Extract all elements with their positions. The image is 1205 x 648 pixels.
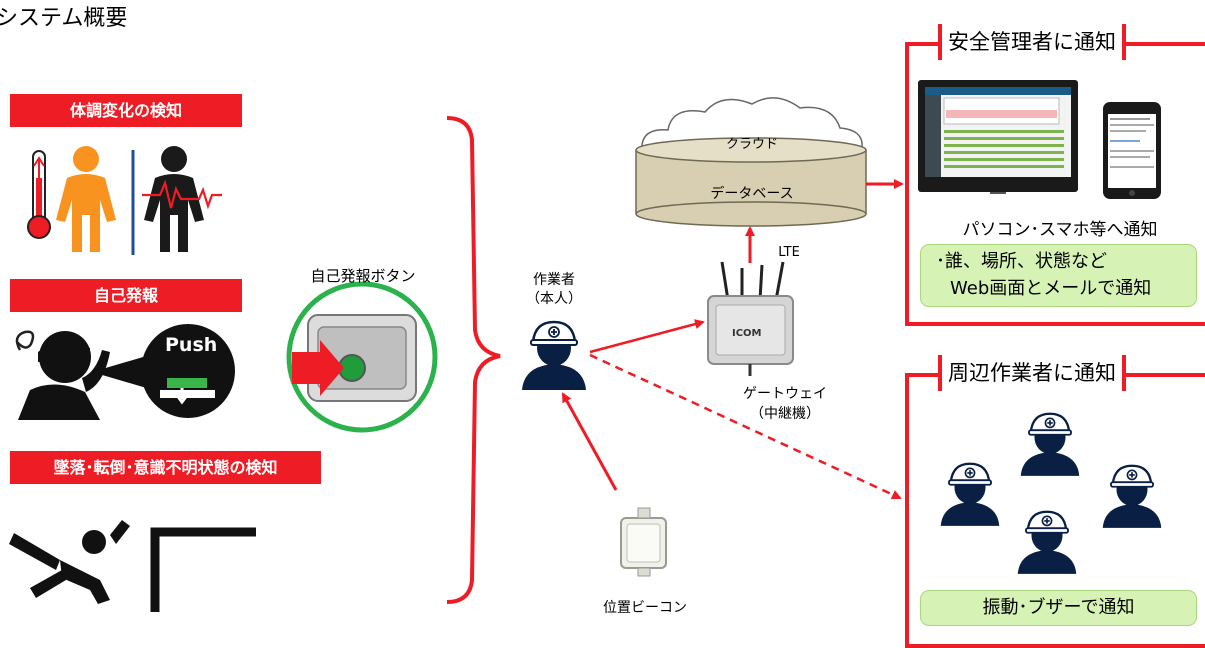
safety-manager-title: 安全管理者に通知 bbox=[938, 24, 1126, 60]
beacon-device-icon bbox=[620, 507, 667, 577]
alarm-button-label: 自己発報ボタン bbox=[310, 267, 416, 285]
safety-note-line2: Web画面とメールで通知 bbox=[950, 278, 1152, 299]
gateway-device-icon bbox=[707, 261, 794, 376]
worker-label: 作業者 bbox=[533, 272, 575, 288]
page-title: システム概要 bbox=[0, 6, 128, 31]
worker-to-gateway-arrow bbox=[589, 319, 705, 354]
safety-note-line1: ･誰、場所、状態など bbox=[936, 251, 1107, 272]
thermometer-icon bbox=[27, 150, 51, 239]
devices-caption: パソコン･スマホ等へ通知 bbox=[962, 220, 1158, 240]
worker-label-sub: （本人） bbox=[526, 291, 582, 307]
worker-to-nearby-arrow bbox=[589, 353, 902, 500]
nearby-note-box bbox=[920, 590, 1197, 626]
fall-detection-label: 墜落･転倒･意識不明状態の検知 bbox=[10, 451, 321, 484]
health-detection-label: 体調変化の検知 bbox=[10, 94, 242, 127]
safety-note-box bbox=[920, 244, 1197, 307]
push-text: Push bbox=[165, 334, 218, 356]
beacon-to-worker-arrow bbox=[561, 392, 618, 491]
input-bracket bbox=[446, 116, 501, 604]
monitor-icon bbox=[918, 80, 1078, 194]
worker-icon bbox=[520, 320, 588, 390]
nearby-note-text: 振動･ブザーで通知 bbox=[982, 597, 1135, 618]
nearby-workers-title: 周辺作業者に通知 bbox=[938, 355, 1126, 391]
heartbeat-person-icon bbox=[142, 146, 222, 252]
gateway-label-sub: （中継機） bbox=[750, 406, 820, 422]
lte-label: LTE bbox=[778, 245, 800, 260]
cloud-label: クラウド bbox=[725, 137, 778, 152]
alarm-button-device-icon bbox=[286, 281, 438, 433]
distressed-person-icon bbox=[15, 330, 160, 420]
gateway-brand: ICOM bbox=[732, 328, 762, 339]
database-icon bbox=[635, 137, 867, 227]
overheated-person-icon bbox=[56, 146, 116, 252]
push-button-bubble bbox=[141, 324, 235, 418]
falling-person-icon bbox=[9, 520, 256, 612]
self-alarm-label: 自己発報 bbox=[10, 279, 242, 312]
smartphone-icon bbox=[1103, 102, 1161, 199]
beacon-label: 位置ビーコン bbox=[603, 600, 687, 616]
gateway-label: ゲートウェイ bbox=[743, 386, 827, 402]
database-label: データベース bbox=[710, 186, 794, 202]
